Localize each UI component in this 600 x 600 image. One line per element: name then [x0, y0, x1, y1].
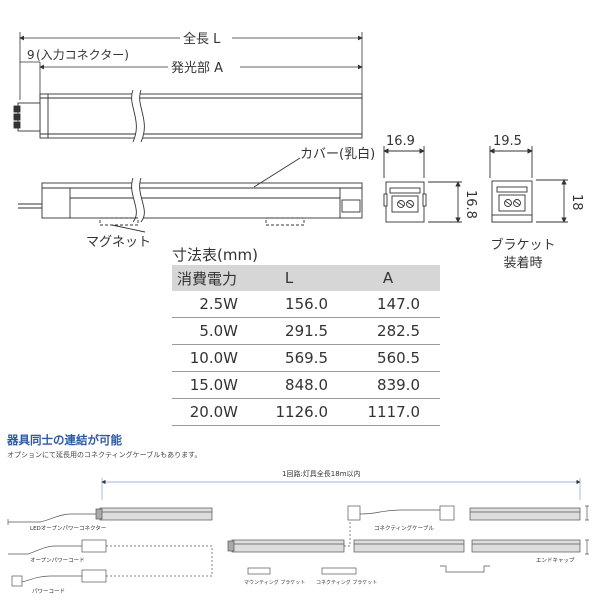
- cross-section-plain: [383, 146, 462, 223]
- bracket-caption: ブラケット 装着時: [488, 237, 558, 273]
- table-row: 15.0W 848.0 839.0: [172, 371, 440, 399]
- cell-a: 1117.0: [336, 398, 440, 426]
- plain-height-label: 16.8: [463, 190, 478, 219]
- header-power: 消費電力: [172, 265, 242, 291]
- cell-a: 839.0: [336, 371, 440, 399]
- label-led-power-connector: LEDオープンパワーコネクター: [30, 524, 106, 532]
- plain-width-label: 16.9: [386, 134, 415, 149]
- cell-a: 282.5: [336, 317, 440, 345]
- connection-heading: 器具同士の連結が可能: [7, 433, 122, 447]
- label-end-cap: エンドキャップ: [536, 557, 575, 564]
- cell-l: 569.5: [242, 344, 336, 372]
- cell-l: 848.0: [242, 371, 336, 399]
- cell-power: 10.0W: [172, 344, 242, 372]
- header-a: A: [336, 265, 440, 291]
- bracket-height-label: 18: [569, 194, 584, 211]
- cell-l: 291.5: [242, 317, 336, 345]
- bracket-width-label: 19.5: [493, 134, 522, 149]
- cell-a: 560.5: [336, 344, 440, 372]
- connector-offset: 9: [27, 48, 35, 62]
- cell-power: 5.0W: [172, 317, 242, 345]
- label-power-cord: パワーコード: [32, 588, 65, 595]
- magnet-label: マグネット: [86, 235, 151, 250]
- bracket-caption-line1: ブラケット: [490, 238, 556, 253]
- table-row: 20.0W 1126.0 1117.0: [172, 398, 440, 426]
- table-row: 2.5W 156.0 147.0: [172, 291, 440, 318]
- table-title: 寸法表(mm): [172, 246, 258, 264]
- fixture-top-view: [13, 88, 363, 144]
- span-label: 1回路:灯具全長18m以内: [282, 469, 361, 478]
- dimension-table: 消費電力 L A 2.5W 156.0 147.0 5.0W 291.5 282…: [172, 265, 440, 426]
- connection-note: オプションにて延長用のコネクティングケーブルもあります。: [7, 451, 202, 459]
- header-l: L: [242, 265, 336, 291]
- cover-label: カバー(乳白): [300, 146, 375, 162]
- cross-section-bracket: [489, 146, 568, 223]
- label-connecting-bracket: コネクティング ブラケット: [316, 579, 377, 586]
- table-row: 5.0W 291.5 282.5: [172, 317, 440, 345]
- table-header-row: 消費電力 L A: [172, 265, 440, 291]
- cell-l: 1126.0: [242, 398, 336, 426]
- emitting-length-label: 発光部 A: [171, 61, 223, 76]
- cell-power: 2.5W: [172, 291, 242, 318]
- label-open-power-cord: オープンパワーコード: [30, 557, 85, 564]
- label-mounting-bracket: マウンティング ブラケット: [244, 579, 305, 586]
- cell-power: 20.0W: [172, 398, 242, 426]
- connector-label: (入力コネクター): [36, 48, 129, 62]
- cell-l: 156.0: [242, 291, 336, 318]
- cell-power: 15.0W: [172, 371, 242, 399]
- label-connecting-cable: コネクティングケーブル: [374, 524, 434, 532]
- table-row: 10.0W 569.5 560.5: [172, 344, 440, 372]
- fixture-side-view: [18, 157, 363, 233]
- total-length-label: 全長 L: [183, 31, 221, 47]
- cell-a: 147.0: [336, 291, 440, 318]
- connection-diagram: [7, 478, 589, 587]
- dimension-lines: [19, 32, 363, 100]
- bracket-caption-line2: 装着時: [503, 256, 543, 271]
